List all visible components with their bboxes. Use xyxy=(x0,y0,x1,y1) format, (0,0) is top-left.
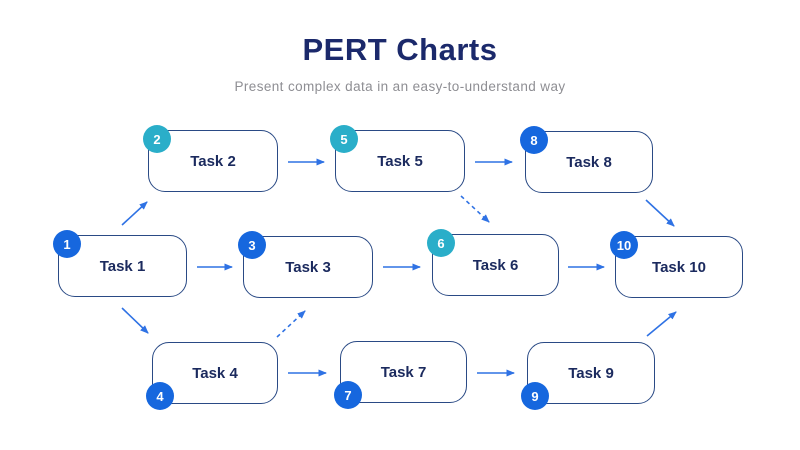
task-badge-6: 6 xyxy=(427,229,455,257)
task-node-7: 7 Task 7 xyxy=(334,341,467,409)
arrow-task8-task10 xyxy=(645,199,675,227)
task-badge-7: 7 xyxy=(334,381,362,409)
task-node-1: 1 Task 1 xyxy=(53,230,187,297)
task-node-2: 2 Task 2 xyxy=(143,125,278,192)
task-label-6: Task 6 xyxy=(472,256,519,274)
task-badge-9: 9 xyxy=(521,382,549,410)
task-label-3: Task 3 xyxy=(285,258,331,276)
task-label-5: Task 5 xyxy=(377,152,423,170)
task-node-10: 10 Task 10 xyxy=(610,231,743,298)
task-label-10: Task 10 xyxy=(652,258,706,276)
arrow-task5-task6 xyxy=(460,195,490,223)
task-node-3: 3 Task 3 xyxy=(238,231,373,298)
task-node-5: 5 Task 5 xyxy=(330,125,465,192)
page-subtitle: Present complex data in an easy-to-under… xyxy=(234,79,566,94)
task-badge-10: 10 xyxy=(610,231,638,259)
task-badge-4: 4 xyxy=(146,382,174,410)
task-node-9: 9 Task 9 xyxy=(521,342,655,410)
page-title: PERT Charts xyxy=(302,32,498,67)
task-label-8: Task 8 xyxy=(566,153,612,171)
task-label-9: Task 9 xyxy=(568,364,614,382)
task-badge-8: 8 xyxy=(520,126,548,154)
task-badge-1: 1 xyxy=(53,230,81,258)
arrow-task1-task4 xyxy=(121,307,149,334)
task-badge-2: 2 xyxy=(143,125,171,153)
arrow-task4-task3 xyxy=(276,310,306,338)
task-label-4: Task 4 xyxy=(192,364,238,382)
task-label-7: Task 7 xyxy=(380,363,427,381)
arrow-task9-task10 xyxy=(646,311,677,337)
task-node-4: 4 Task 4 xyxy=(146,342,278,410)
task-label-1: Task 1 xyxy=(99,257,146,275)
task-node-6: 6 Task 6 xyxy=(427,229,559,296)
task-badge-5: 5 xyxy=(330,125,358,153)
task-node-8: 8 Task 8 xyxy=(520,126,653,193)
arrow-task1-task2 xyxy=(121,201,148,226)
task-badge-3: 3 xyxy=(238,231,266,259)
task-label-2: Task 2 xyxy=(190,152,236,170)
